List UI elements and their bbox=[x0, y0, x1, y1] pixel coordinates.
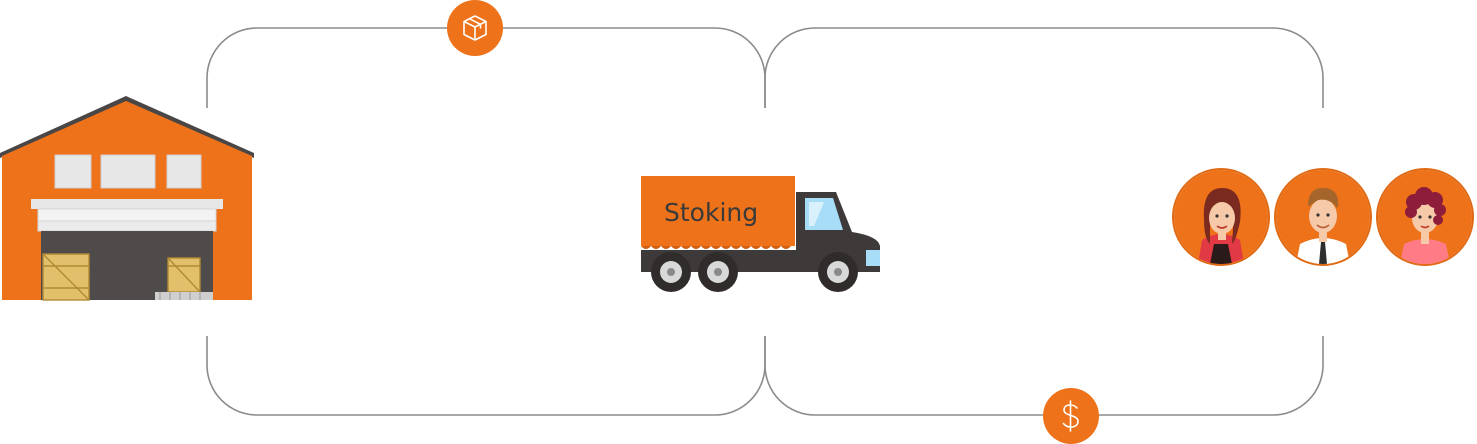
warehouse-window bbox=[100, 154, 156, 189]
warehouse-window bbox=[54, 154, 92, 189]
warehouse-illustration bbox=[0, 96, 254, 301]
truck-illustration bbox=[641, 176, 880, 292]
payment-flow-line-left bbox=[206, 336, 766, 416]
customer-avatar-man bbox=[1274, 168, 1372, 266]
dollar-icon bbox=[1062, 400, 1079, 432]
warehouse-window bbox=[166, 154, 202, 189]
customer-avatar-woman-curly bbox=[1376, 168, 1474, 266]
customer-avatar-woman bbox=[1172, 168, 1270, 266]
package-badge bbox=[447, 0, 503, 56]
truck-label: Stoking bbox=[664, 198, 759, 227]
dollar-badge bbox=[1043, 388, 1099, 444]
payment-flow-line-right bbox=[764, 336, 1324, 416]
goods-flow-line-right bbox=[764, 27, 1324, 108]
package-icon bbox=[463, 15, 487, 41]
